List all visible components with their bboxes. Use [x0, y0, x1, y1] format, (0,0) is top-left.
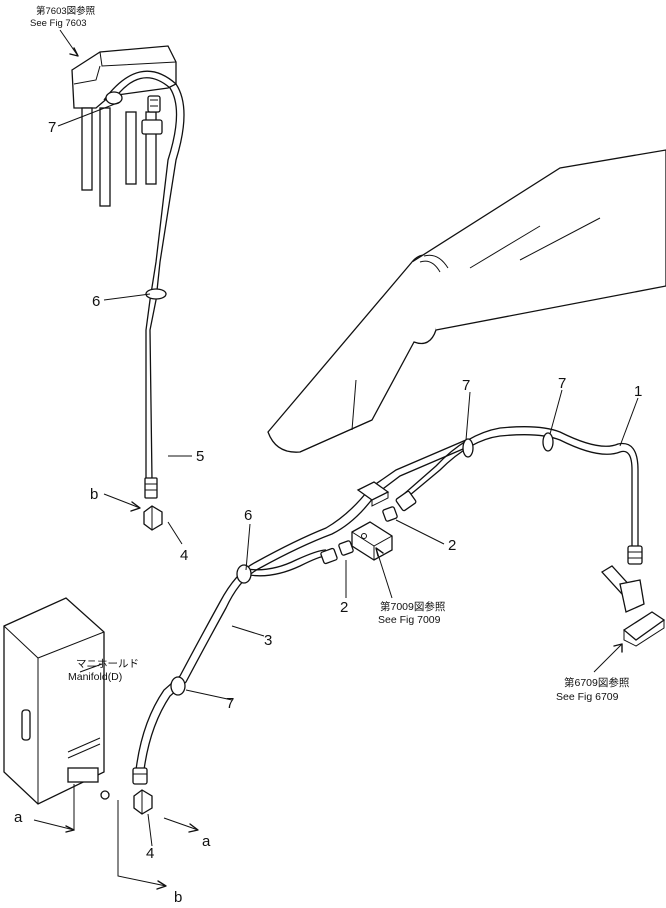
clamp-6-upper — [145, 288, 167, 300]
callout-4-upper: 4 — [180, 547, 188, 564]
elbow-fitting-4-upper — [143, 505, 163, 531]
block-fig-7009 — [351, 521, 393, 561]
callout-4-lower: 4 — [146, 845, 154, 862]
adapter-2-right — [382, 506, 398, 522]
callout-6-lower: 6 — [244, 507, 252, 524]
ref-fig-6709-jp: 第6709図参照 — [564, 676, 630, 689]
ref-fig-7603-jp: 第7603図参照 — [36, 5, 96, 17]
manifold-label-jp: マニホールド — [76, 658, 139, 670]
connection-a-left: a — [14, 809, 23, 826]
bracket-fig-6709 — [600, 565, 666, 647]
hose-5 — [103, 70, 185, 499]
callout-7-valve: 7 — [48, 119, 56, 136]
callout-1: 1 — [634, 383, 642, 400]
connection-b-top: b — [90, 486, 98, 503]
clamp-6-lower — [236, 564, 252, 584]
hose-1 — [395, 426, 643, 565]
connection-a-right: a — [202, 833, 211, 850]
callout-7-lower: 7 — [226, 695, 234, 712]
ref-fig-7009-jp: 第7009図参照 — [380, 600, 446, 613]
adapter-2-left — [320, 540, 354, 565]
callout-5: 5 — [196, 448, 204, 465]
elbow-fitting-4-lower — [133, 789, 153, 815]
boom — [267, 149, 666, 453]
manifold-label-en: Manifold(D) — [68, 671, 122, 683]
ref-fig-7009-en: See Fig 7009 — [378, 614, 441, 626]
callout-7-boom-left: 7 — [462, 377, 470, 394]
manifold-d — [3, 597, 110, 805]
connection-b-bottom: b — [174, 889, 182, 906]
clamp-7-boom-right — [542, 432, 554, 452]
ref-fig-7603-en: See Fig 7603 — [30, 18, 87, 29]
hose-3 — [132, 439, 471, 785]
callout-7-boom-right: 7 — [558, 375, 566, 392]
callout-2-right: 2 — [448, 537, 456, 554]
leader-lines — [33, 29, 639, 890]
valve-assembly-top — [71, 45, 177, 207]
clamp-boom-center — [356, 481, 390, 507]
callout-3: 3 — [264, 632, 272, 649]
clamp-7-lower — [170, 676, 186, 696]
callout-2-left: 2 — [340, 599, 348, 616]
clamp-7-boom-left — [462, 438, 474, 458]
ref-fig-6709-en: See Fig 6709 — [556, 691, 619, 703]
callout-6-upper: 6 — [92, 293, 100, 310]
